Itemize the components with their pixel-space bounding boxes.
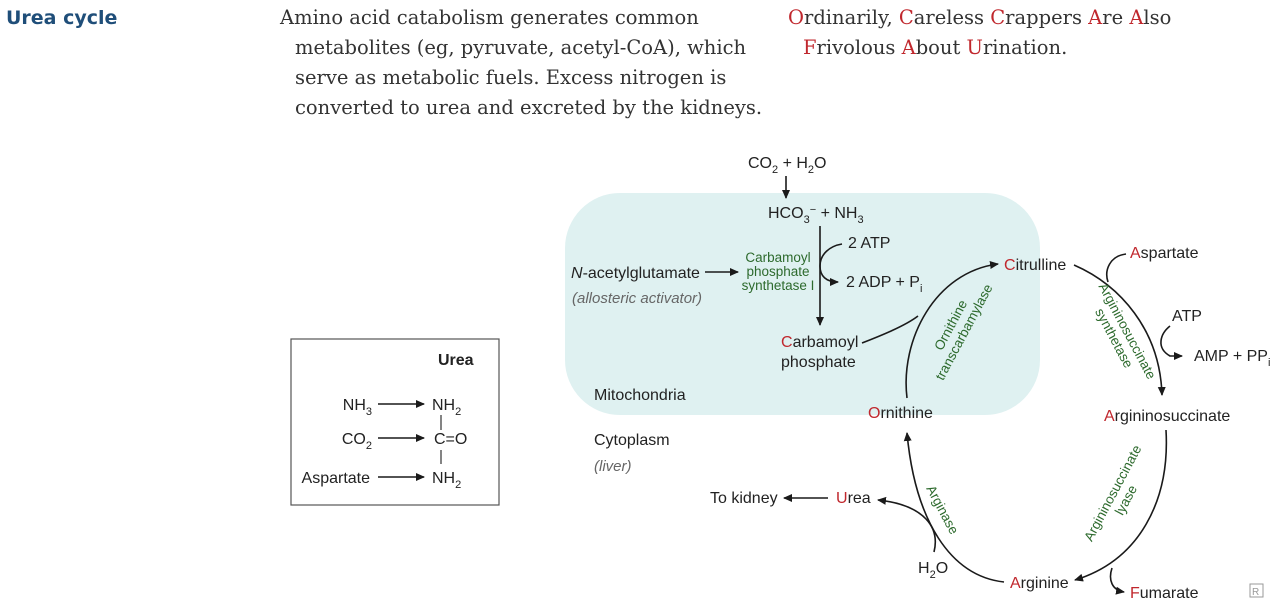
mnemonic-rest-0-3: re — [1102, 6, 1129, 29]
enzyme-arginase-text: Arginase — [923, 483, 961, 537]
mnemonic-rest-0-1: areless — [914, 6, 990, 29]
argininosuccinate-label: Argininosuccinate — [1104, 408, 1230, 425]
urea-label: Urea — [836, 490, 871, 507]
ornithine-label: Ornithine — [868, 405, 933, 422]
enzyme-arginase-label: Arginase — [923, 483, 961, 537]
arrow-ornithine-to-citrulline — [905, 261, 999, 399]
arrow-citrulline-to-argininosuccinate — [1073, 264, 1166, 396]
mnemonic-initial-0-2: C — [990, 6, 1005, 29]
citrulline-label: Citrulline — [1004, 257, 1066, 274]
liver-note: (liver) — [594, 458, 632, 475]
description-line-1: Amino acid catabolism generates common — [279, 6, 699, 29]
urea-release-curve — [877, 496, 936, 553]
enzyme-cps1-line-1: Carbamoyl — [745, 250, 810, 265]
co2-h2o-label: CO2 + H2O — [748, 155, 827, 176]
svg-text:R: R — [1252, 587, 1259, 598]
mnemonic-initial-0-1: C — [899, 6, 914, 29]
urea-box-carbonyl: C=O — [434, 431, 467, 448]
mnemonic-initial-1-2: U — [967, 36, 983, 59]
mnemonic-line-2: Frivolous About Urination. — [803, 36, 1067, 59]
atp-amp-curve — [1160, 325, 1183, 360]
enzyme-asl-label: Argininosuccinate lyase — [1081, 442, 1144, 543]
fumarate-curve — [1109, 567, 1125, 595]
bicarbonate-ammonia-label: HCO3− + NH3 — [768, 204, 864, 226]
arrow-arginine-to-ornithine — [903, 432, 1005, 583]
aspartate-join-curve — [1106, 253, 1127, 283]
urea-box-co2: CO2 — [342, 431, 372, 452]
urea-box-nh3: NH3 — [343, 397, 372, 418]
n-acetylglutamate-label: N-acetylglutamate — [571, 265, 700, 282]
urea-box-nh2-bottom: NH2 — [432, 470, 461, 491]
water-label: H2O — [918, 560, 948, 581]
amp-ppi-label: AMP + PPi — [1194, 348, 1270, 369]
mnemonic-rest-0-2: rappers — [1005, 6, 1088, 29]
mnemonic-initial-0-4: A — [1128, 6, 1144, 29]
to-kidney-label: To kidney — [710, 490, 778, 507]
urea-box-title: Urea — [438, 352, 474, 369]
description-line-4: converted to urea and excreted by the ki… — [295, 96, 762, 119]
atp-adp-curve — [819, 243, 843, 286]
description-line-2: metabolites (eg, pyruvate, acetyl-CoA), … — [295, 36, 747, 59]
description-line-3: serve as metabolic fuels. Excess nitroge… — [295, 66, 726, 89]
mnemonic-initial-1-0: F — [803, 36, 817, 59]
arginine-label: Arginine — [1010, 575, 1069, 592]
section-title: Urea cycle — [6, 7, 117, 29]
mnemonic-rest-1-2: rination. — [983, 36, 1067, 59]
cytoplasm-label: Cytoplasm — [594, 432, 670, 449]
carbamoyl-join-line — [861, 315, 919, 344]
mitochondria-compartment — [565, 193, 1040, 415]
mitochondria-label: Mitochondria — [594, 387, 686, 404]
arrow-argininosuccinate-to-arginine — [1074, 429, 1168, 582]
mnemonic-rest-0-4: lso — [1143, 6, 1171, 29]
mnemonic-rest-1-0: rivolous — [817, 36, 902, 59]
mnemonic-rest-0-0: rdinarily, — [804, 6, 899, 29]
mnemonic-initial-1-1: A — [901, 36, 917, 59]
figure-badge-icon: R — [1249, 583, 1264, 598]
carbamoyl-phosphate-line-2: phosphate — [781, 354, 856, 371]
fumarate-label: Fumarate — [1130, 585, 1199, 602]
adp-output-label: 2 ADP + Pi — [846, 274, 922, 295]
enzyme-cps1-line-2: phosphate — [746, 264, 809, 279]
atp-label: ATP — [1172, 308, 1202, 325]
carbamoyl-phosphate-line-1: Carbamoyl — [781, 334, 858, 351]
mnemonic-line-1: Ordinarily, Careless Crappers Are Also — [788, 6, 1171, 29]
urea-box-aspartate: Aspartate — [302, 470, 371, 487]
atp-input-label: 2 ATP — [848, 235, 890, 252]
aspartate-label: Aspartate — [1130, 245, 1199, 262]
mnemonic-rest-1-1: bout — [916, 36, 967, 59]
enzyme-cps1-line-3: synthetase I — [742, 278, 815, 293]
activator-note: (allosteric activator) — [572, 290, 702, 307]
mnemonic-initial-0-0: O — [788, 6, 804, 29]
urea-box-nh2-top: NH2 — [432, 397, 461, 418]
urea-box-rows: NH3 CO2 Aspartate NH2 C=O NH2 — [302, 397, 468, 491]
mnemonic-initial-0-3: A — [1087, 6, 1103, 29]
